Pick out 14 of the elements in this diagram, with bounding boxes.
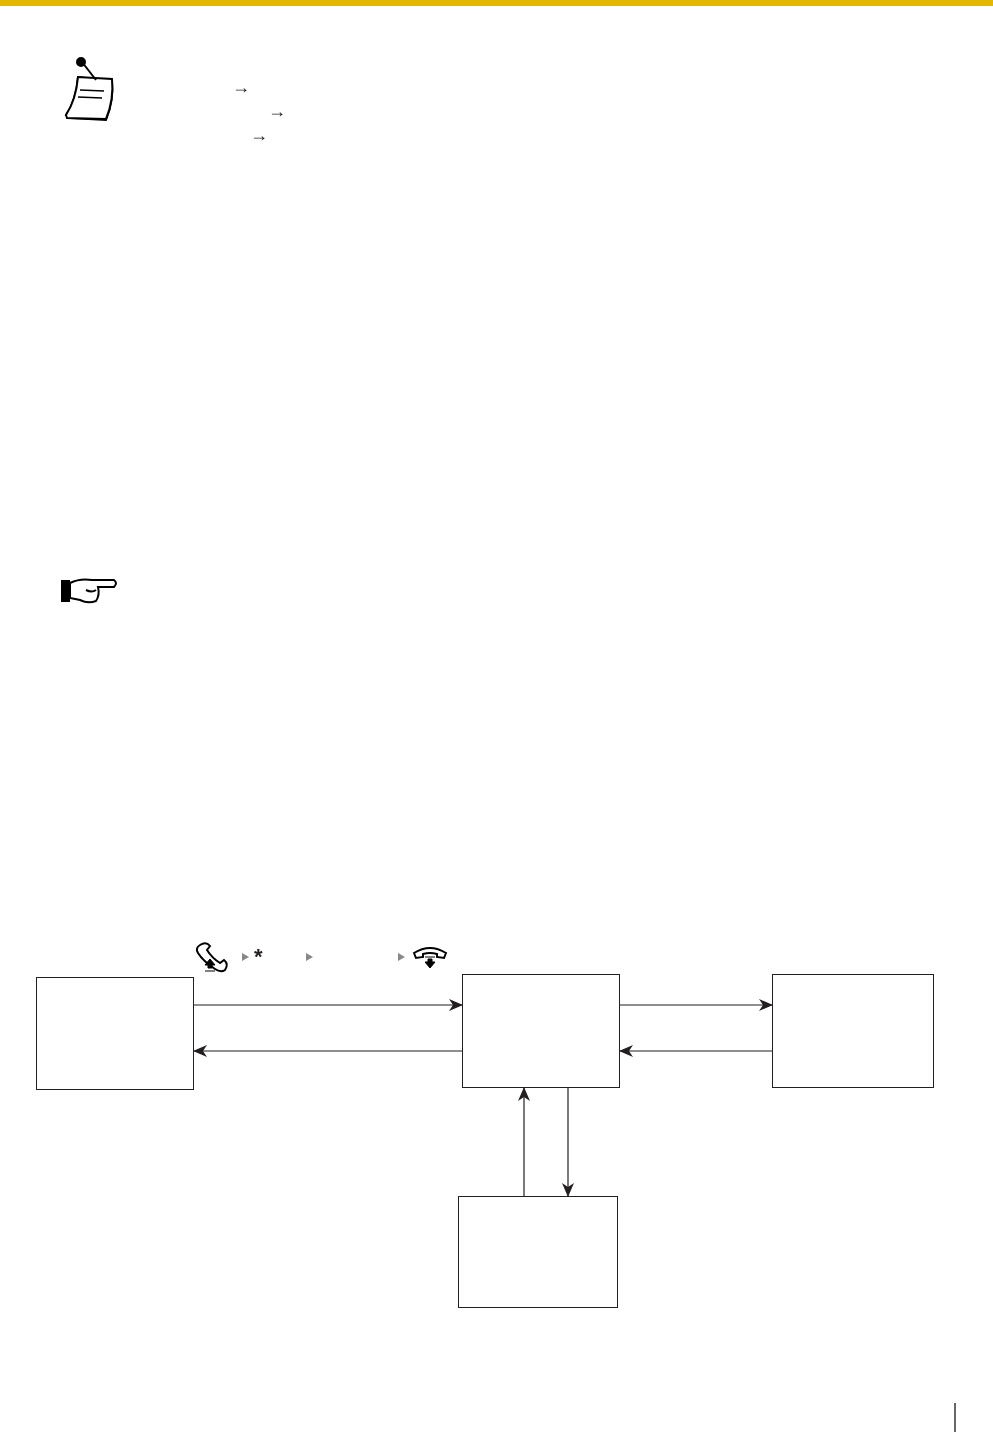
- arrow: [518, 1087, 530, 1197]
- menu-path-arrow: →: [268, 102, 286, 120]
- arrow: [193, 1045, 463, 1057]
- state-box: [36, 977, 194, 1090]
- state-box: [772, 974, 934, 1088]
- star-key: *: [254, 948, 263, 966]
- arrow: [619, 999, 773, 1011]
- arrow: [193, 999, 463, 1011]
- arrow: [562, 1087, 574, 1197]
- state-box: [462, 974, 620, 1088]
- arrow: [619, 1045, 773, 1057]
- state-box: [458, 1196, 618, 1308]
- menu-path-arrow: →: [232, 78, 250, 96]
- menu-path-arrow: →: [250, 126, 268, 144]
